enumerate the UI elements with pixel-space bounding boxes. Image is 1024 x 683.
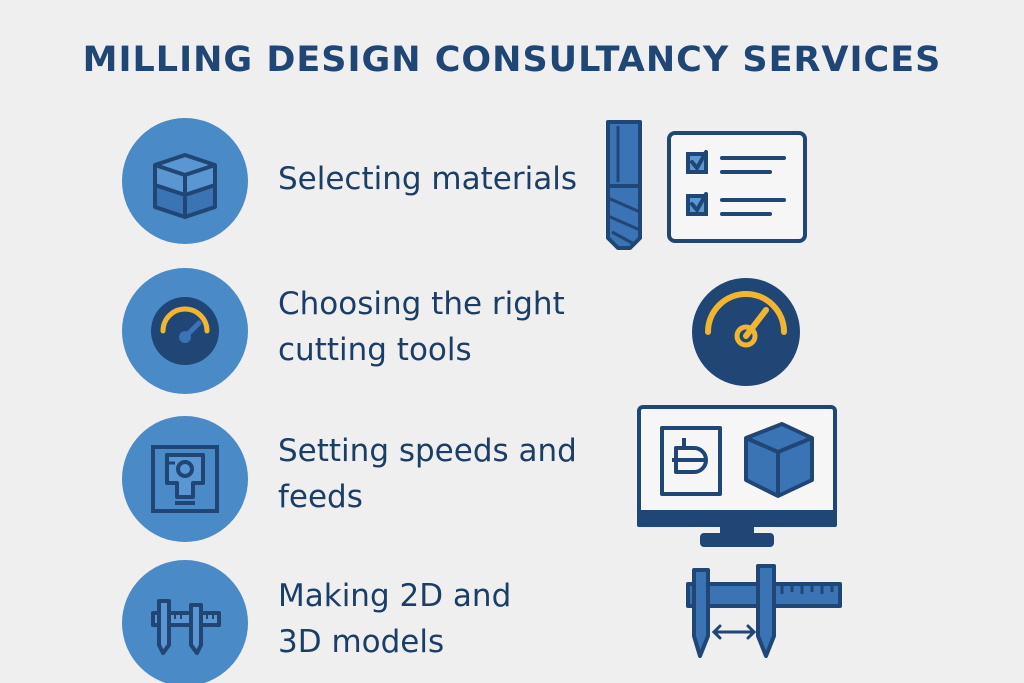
stacked-boxes-icon [122, 118, 248, 244]
fixture-icon [122, 416, 248, 542]
gauge-icon [122, 268, 248, 394]
service-label-3: Setting speeds and feeds [278, 433, 577, 515]
page-title: MILLING DESIGN CONSULTANCY SERVICES [82, 40, 942, 80]
service-label-2: Choosing the right cutting tools [278, 286, 565, 368]
caliper-icon [122, 560, 248, 683]
service-label-1: Selecting materials [278, 161, 577, 197]
monitor-cad-icon [636, 404, 838, 548]
end-mill-icon [604, 120, 644, 250]
speedometer-icon [690, 276, 802, 388]
vernier-caliper-icon [684, 562, 844, 660]
checklist-icon [666, 130, 808, 244]
service-label-4: Making 2D and 3D models [278, 578, 512, 660]
